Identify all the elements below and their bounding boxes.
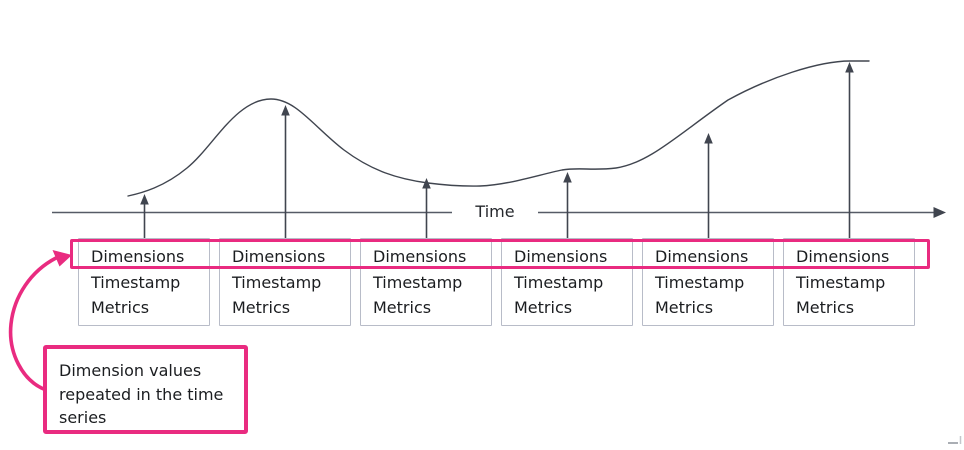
record-field-metrics: Metrics <box>655 298 714 317</box>
record-field-timestamp: Timestamp <box>796 272 886 292</box>
record-box-4: Dimensions Timestamp Metrics <box>501 238 633 326</box>
data-point-arrow-4 <box>563 172 572 238</box>
series-curve <box>127 60 870 197</box>
callout-arrow <box>8 250 72 392</box>
record-field-dimensions: Dimensions <box>232 247 326 266</box>
data-point-arrow-5 <box>704 133 713 238</box>
record-box-2: Dimensions Timestamp Metrics <box>219 238 351 326</box>
record-field-metrics: Metrics <box>373 298 432 317</box>
record-field-metrics: Metrics <box>514 298 573 317</box>
record-box-3: Dimensions Timestamp Metrics <box>360 238 492 326</box>
record-field-metrics: Metrics <box>232 298 291 317</box>
record-field-metrics: Metrics <box>796 298 855 317</box>
record-field-timestamp: Timestamp <box>514 272 604 292</box>
record-field-dimensions: Dimensions <box>514 247 608 266</box>
record-field-timestamp: Timestamp <box>655 272 745 292</box>
data-point-arrow-3 <box>422 178 431 238</box>
record-field-dimensions: Dimensions <box>655 247 749 266</box>
callout-note: Dimension values repeated in the time se… <box>43 345 248 434</box>
axis-arrowhead-icon <box>933 207 946 218</box>
record-field-dimensions: Dimensions <box>796 247 890 266</box>
callout-arrowhead-icon <box>52 250 72 267</box>
record-field-timestamp: Timestamp <box>232 272 322 292</box>
data-point-arrow-1 <box>140 194 149 238</box>
record-field-dimensions: Dimensions <box>373 247 467 266</box>
record-field-dimensions: Dimensions <box>91 247 185 266</box>
record-field-metrics: Metrics <box>91 298 150 317</box>
axis-label: Time <box>452 200 538 224</box>
data-point-arrow-6 <box>845 62 854 238</box>
dimensions-highlight <box>70 239 930 269</box>
record-field-timestamp: Timestamp <box>373 272 463 292</box>
record-box-6: Dimensions Timestamp Metrics <box>783 238 915 326</box>
record-field-timestamp: Timestamp <box>91 272 181 292</box>
record-box-5: Dimensions Timestamp Metrics <box>642 238 774 326</box>
callout-text: Dimension values repeated in the time se… <box>59 361 224 427</box>
record-box-1: Dimensions Timestamp Metrics <box>78 238 210 326</box>
data-point-arrow-2 <box>281 105 290 238</box>
corner-mark <box>948 436 962 444</box>
